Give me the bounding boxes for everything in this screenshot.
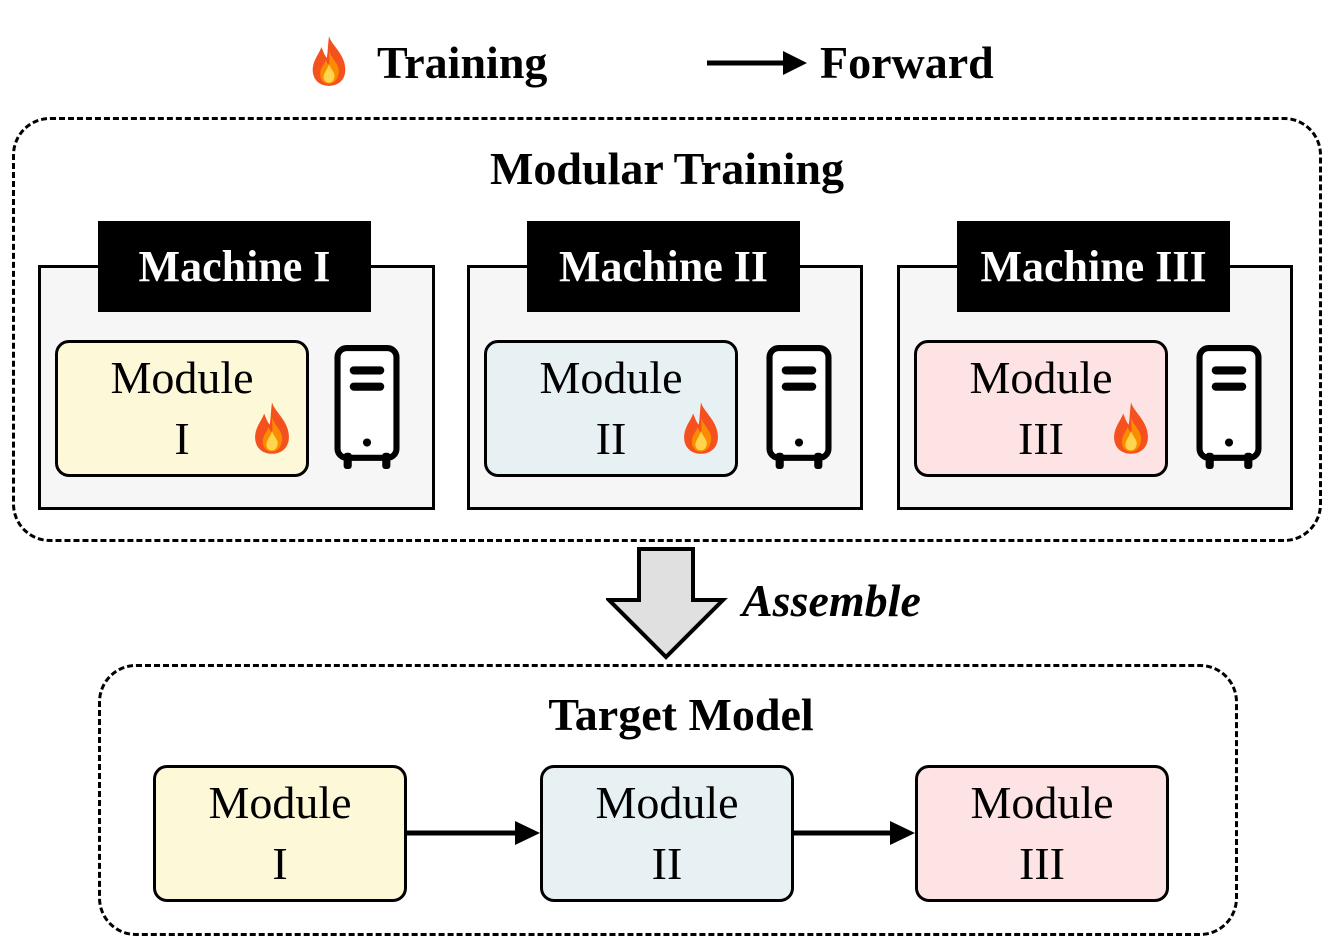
module-numeral: II xyxy=(595,412,627,464)
module-numeral: II xyxy=(651,837,683,889)
modular-training-frame xyxy=(12,117,1322,542)
module-word: Module xyxy=(110,351,254,403)
forward-arrow-icon xyxy=(407,821,540,845)
target-module-3: Module III xyxy=(915,765,1169,902)
machine-tag-2: Machine II xyxy=(527,221,800,312)
legend-training-label: Training xyxy=(377,37,548,88)
module-word: Module xyxy=(970,776,1114,828)
module-numeral: I xyxy=(174,412,190,464)
module-numeral: III xyxy=(1019,837,1065,889)
arrow-right-icon xyxy=(707,51,807,75)
target-model-frame xyxy=(98,664,1238,936)
server-icon xyxy=(764,345,834,471)
fire-icon xyxy=(684,402,718,454)
target-module-2: Module II xyxy=(540,765,794,902)
machine-tag-1: Machine I xyxy=(98,221,371,312)
module-numeral: I xyxy=(272,837,288,889)
server-icon xyxy=(1194,345,1264,471)
forward-arrow-icon xyxy=(794,821,915,845)
fire-icon xyxy=(255,402,289,454)
machine-tag-3: Machine III xyxy=(957,221,1230,312)
modular-training-title: Modular Training xyxy=(489,143,845,194)
module-word: Module xyxy=(969,351,1113,403)
module-word: Module xyxy=(539,351,683,403)
legend-forward-label: Forward xyxy=(820,37,994,88)
target-model-title: Target Model xyxy=(548,689,814,740)
machine-module-1: Module I xyxy=(55,340,309,477)
legend-fire-icon xyxy=(312,36,346,86)
assemble-label: Assemble xyxy=(742,575,921,626)
machine-module-2: Module II xyxy=(484,340,738,477)
server-icon xyxy=(332,345,402,471)
down-arrow-icon xyxy=(606,547,728,660)
target-module-1: Module I xyxy=(153,765,407,902)
machine-module-3: Module III xyxy=(914,340,1168,477)
module-word: Module xyxy=(208,776,352,828)
module-word: Module xyxy=(595,776,739,828)
fire-icon xyxy=(1114,402,1148,454)
module-numeral: III xyxy=(1018,412,1064,464)
